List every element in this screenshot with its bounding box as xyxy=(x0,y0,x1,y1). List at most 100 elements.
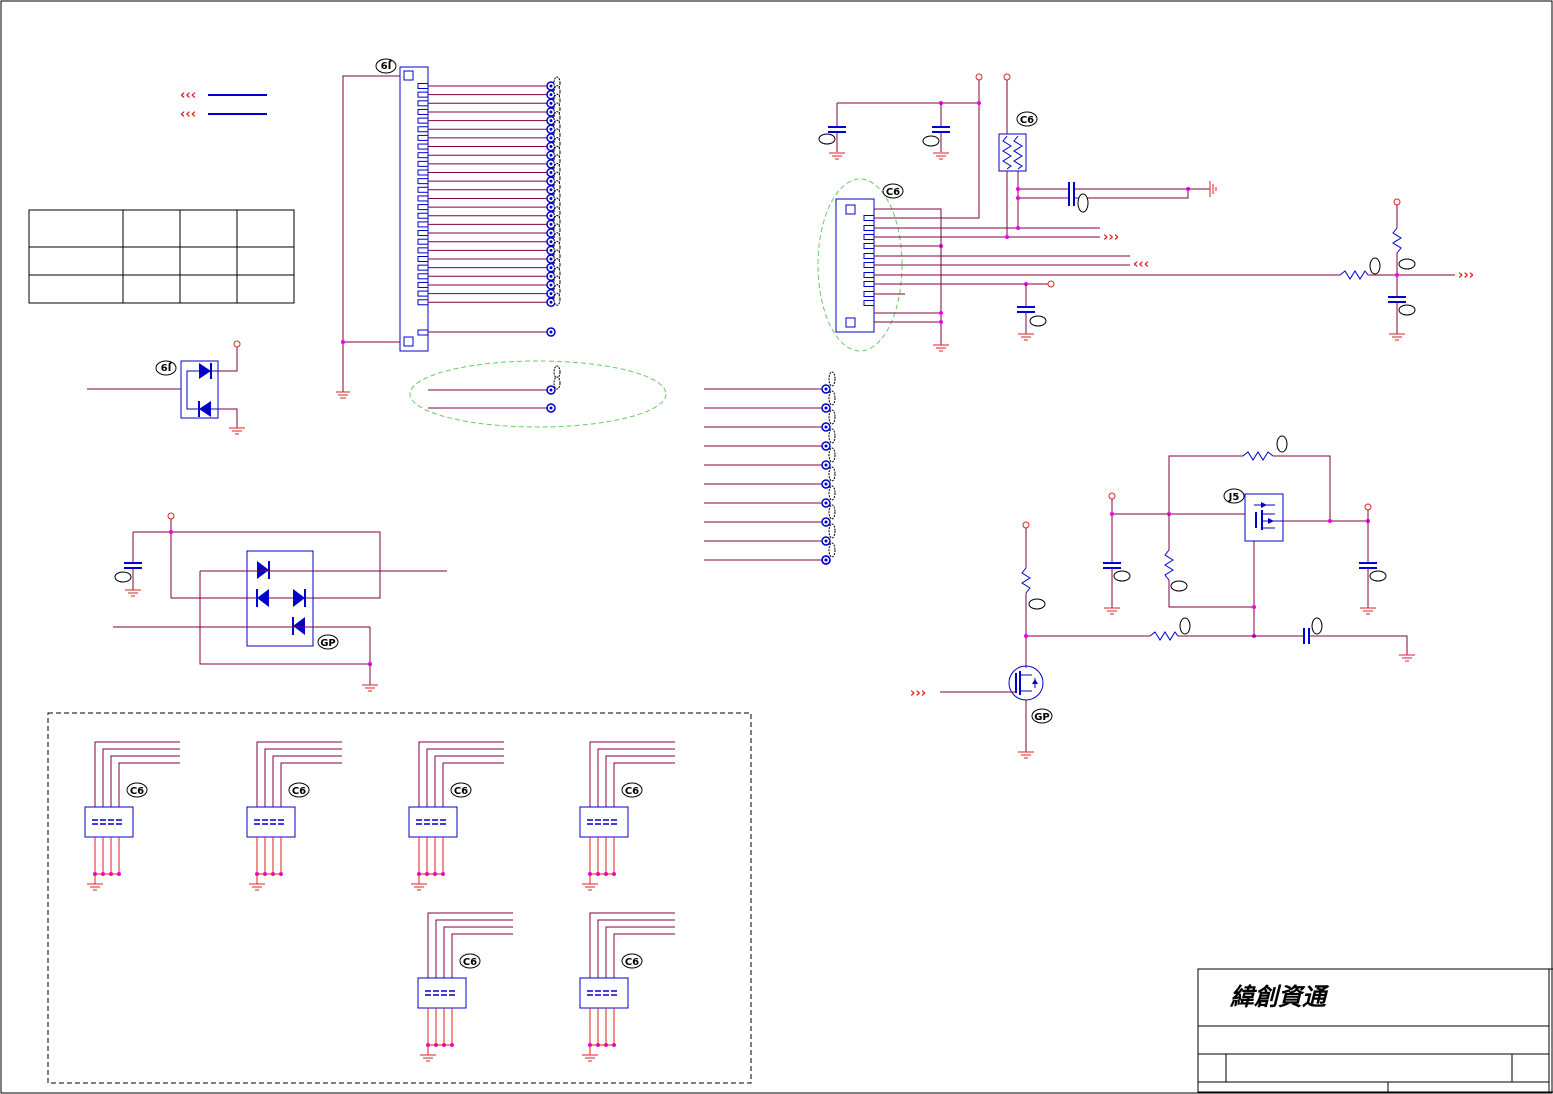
test-point-dot xyxy=(824,482,828,486)
array-wire xyxy=(110,755,180,807)
array-package xyxy=(417,977,467,1009)
test-point-dot xyxy=(549,231,553,235)
array-wire xyxy=(256,741,342,807)
power-switch-circuit: J5 xyxy=(910,435,1415,759)
nmos-label: GP xyxy=(1034,712,1050,723)
test-point xyxy=(821,536,831,546)
pin-note xyxy=(828,542,836,558)
connector-pin xyxy=(863,281,875,287)
array-package xyxy=(408,806,458,838)
test-point-dot xyxy=(549,110,553,114)
connector-pin xyxy=(863,300,875,306)
connector-pin xyxy=(417,230,429,237)
connector-pin xyxy=(417,195,429,202)
connector-pin xyxy=(417,83,429,89)
array-wire xyxy=(605,755,675,807)
test-point-column xyxy=(553,365,561,390)
test-point-dot xyxy=(549,274,553,278)
array-package xyxy=(579,806,629,838)
connector-pin xyxy=(417,256,429,262)
test-point-dot xyxy=(824,444,828,448)
diode-quad-label: GP xyxy=(320,638,336,649)
array-wire xyxy=(451,933,513,978)
array-wire xyxy=(102,748,180,807)
array-wire xyxy=(443,926,513,978)
option-table xyxy=(28,209,295,304)
array-package xyxy=(579,977,629,1009)
test-point-dot xyxy=(549,171,553,174)
array-wire xyxy=(442,762,504,807)
test-point-dot xyxy=(549,205,553,209)
svg-text:‹‹‹: ‹‹‹ xyxy=(180,88,196,103)
array-label: C6 xyxy=(454,786,468,797)
connector-pin xyxy=(417,160,429,167)
left-connector: J9 xyxy=(336,58,561,399)
array-group-box xyxy=(47,712,752,1084)
test-point-dot xyxy=(824,425,828,429)
test-point-dot xyxy=(549,248,553,252)
array-wire xyxy=(434,755,504,807)
array-label-bubble xyxy=(450,782,472,798)
array-wire xyxy=(589,912,675,978)
test-point-dot xyxy=(549,119,553,123)
connector-pin xyxy=(863,262,875,268)
test-point-dot xyxy=(824,463,828,467)
connector-pin xyxy=(417,264,429,271)
array-label: C6 xyxy=(292,786,306,797)
test-point-dot xyxy=(824,520,828,524)
array-wire xyxy=(613,933,675,978)
svg-text:‹‹‹: ‹‹‹ xyxy=(1133,257,1149,272)
test-point-dot xyxy=(824,558,828,562)
connector-pin xyxy=(417,117,429,124)
array-wire xyxy=(427,912,513,978)
test-point-dot xyxy=(549,101,553,105)
test-point-dot xyxy=(549,179,553,183)
test-point-dot xyxy=(549,240,553,244)
svg-text:›››: ››› xyxy=(1458,268,1474,283)
array-label-bubble xyxy=(621,953,643,969)
test-point-dot xyxy=(549,300,553,304)
test-point xyxy=(821,517,831,527)
test-point-dot xyxy=(549,330,553,334)
test-point-dot xyxy=(549,257,553,261)
test-point xyxy=(821,422,831,432)
connector-pin xyxy=(417,108,429,115)
test-point-dot xyxy=(549,292,553,296)
array-wire xyxy=(613,762,675,807)
connector-pin xyxy=(863,272,875,278)
test-point-dot xyxy=(824,387,828,391)
title-block: 緯創資通 xyxy=(1197,968,1553,1093)
array-label: C6 xyxy=(463,957,477,968)
connector-pin xyxy=(417,273,429,280)
pin-note xyxy=(828,409,836,425)
array-label-bubble xyxy=(459,953,481,969)
test-point-dot xyxy=(549,93,553,97)
fuse-label: C6 xyxy=(1020,115,1034,126)
test-point xyxy=(821,441,831,451)
array-wire xyxy=(597,748,675,807)
right-connector: C6 C6 xyxy=(817,73,1474,352)
offpage-signal-arrows: ‹‹‹ ‹‹‹ xyxy=(180,88,267,122)
diode-pair-label: J9 xyxy=(161,361,173,372)
array-wire xyxy=(264,748,342,807)
connector-pin xyxy=(417,238,429,245)
test-point-dot xyxy=(824,501,828,505)
test-point-dot xyxy=(824,406,828,410)
test-point-column-2 xyxy=(704,371,836,565)
array-wire xyxy=(272,755,342,807)
test-point xyxy=(821,498,831,508)
connector-pin xyxy=(863,253,875,259)
connector-pin xyxy=(417,152,429,159)
test-point-dot xyxy=(549,196,553,200)
pin-note xyxy=(828,523,836,539)
test-point-dot xyxy=(549,153,553,157)
test-point-dot xyxy=(549,222,553,226)
connector-pin xyxy=(417,126,429,133)
pin-note xyxy=(553,376,561,390)
array-label: C6 xyxy=(130,786,144,797)
array-wire xyxy=(94,741,180,807)
connector-pin xyxy=(417,290,429,297)
